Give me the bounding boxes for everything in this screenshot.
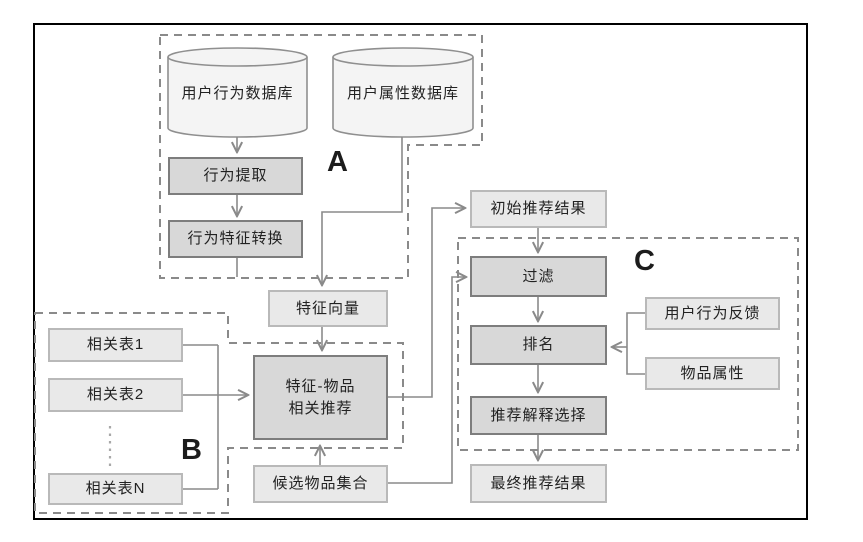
- node-ranking: 排名: [470, 325, 607, 365]
- node-filter: 过滤: [470, 256, 607, 297]
- node-related-table-2: 相关表2: [48, 378, 183, 412]
- node-recommendation-explanation-selection: 推荐解释选择: [470, 396, 607, 435]
- node-initial-recommendation-result: 初始推荐结果: [470, 190, 607, 228]
- node-user-behavior-feedback: 用户行为反馈: [645, 297, 780, 330]
- node-item-attribute: 物品属性: [645, 357, 780, 390]
- node-related-table-1: 相关表1: [48, 328, 183, 362]
- node-feature-item-recommendation: 特征-物品 相关推荐: [253, 355, 388, 440]
- node-feature-vector: 特征向量: [268, 290, 388, 327]
- section-b-label: B: [181, 434, 202, 466]
- node-behavior-extraction: 行为提取: [168, 157, 303, 195]
- node-user-behavior-database: 用户行为数据库: [181, 84, 294, 102]
- node-related-table-n: 相关表N: [48, 473, 183, 505]
- node-candidate-item-set: 候选物品集合: [253, 465, 388, 503]
- edge-recommendation-to-initial-result: [388, 208, 464, 398]
- node-user-attribute-database: 用户属性数据库: [346, 84, 459, 102]
- edge-candidate-to-filter: [388, 277, 465, 484]
- section-b-outline: [34, 312, 404, 514]
- edge-db2-to-feature-vector: [322, 137, 403, 284]
- section-c-label: C: [634, 245, 655, 277]
- section-a-label: A: [327, 146, 348, 178]
- edge-feedback-bracket: [626, 312, 645, 375]
- node-final-recommendation-result: 最终推荐结果: [470, 464, 607, 503]
- connectors: [108, 137, 645, 490]
- section-a-outline: [159, 34, 483, 279]
- user-attribute-database-cylinder: [332, 47, 474, 138]
- user-behavior-database-cylinder: [167, 47, 308, 138]
- section-c-outline: [457, 237, 799, 451]
- node-behavior-feature-conversion: 行为特征转换: [168, 220, 303, 258]
